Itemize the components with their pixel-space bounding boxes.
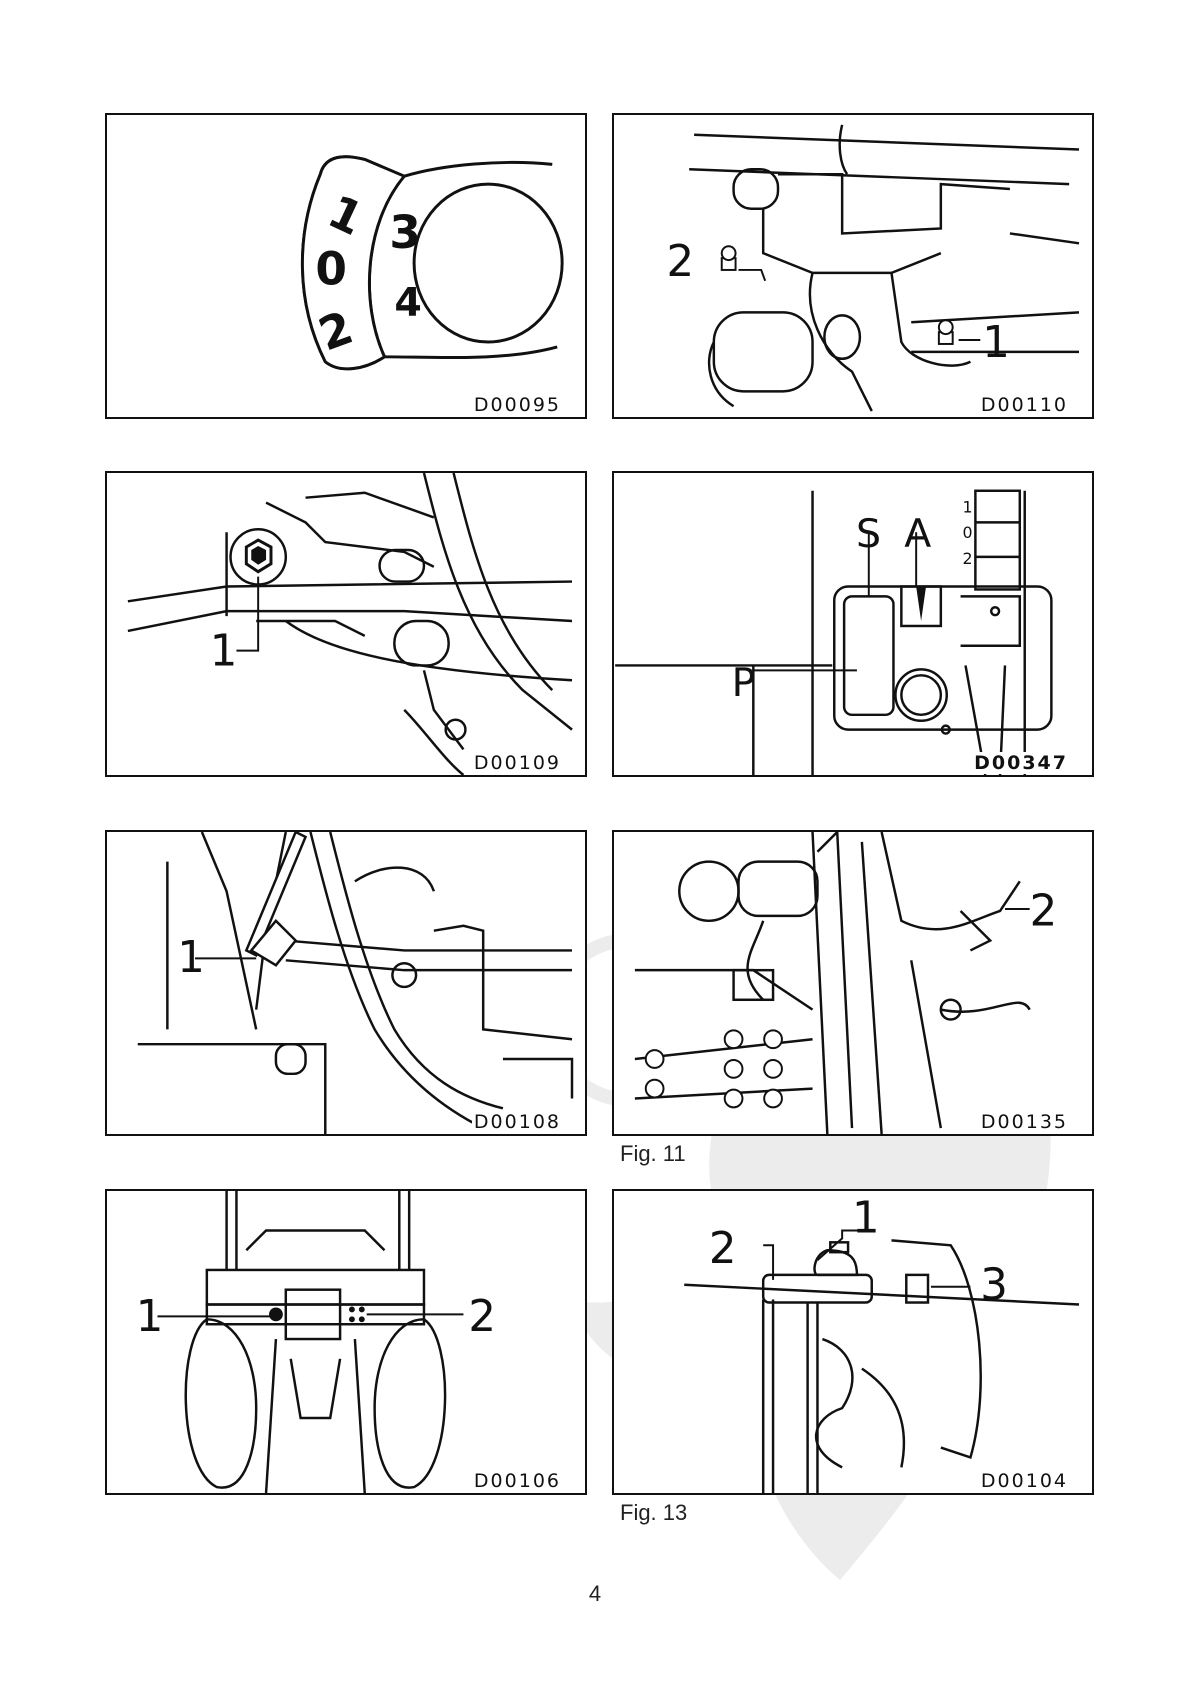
figure-starter-motor: 2 D00135 [612, 830, 1094, 1136]
gear-label-4: 4 [394, 279, 421, 325]
callout-2: 2 [468, 1292, 496, 1342]
gear-label-1: 1 [320, 185, 371, 246]
figure-grease-nipples: 2 1 D00110 [612, 113, 1094, 419]
figure-gear-selector: 1 3 0 2 4 D00095 [105, 113, 587, 419]
callout-2: 2 [666, 237, 694, 287]
callout-3: 3 [980, 1261, 1008, 1311]
lever-position-0: 0 [963, 523, 973, 542]
lever-position-2: 2 [963, 549, 973, 568]
callout-1: 1 [177, 933, 205, 983]
figure-caption: Fig. 13 [620, 1500, 687, 1526]
figure-code: D00106 [472, 1470, 563, 1492]
gear-label-3: 3 [389, 206, 421, 259]
figure-caption: Fig. 11 [620, 1141, 686, 1167]
gear-label-0: 0 [315, 243, 347, 296]
figure-rear-tractor: 1 2 D00106 [105, 1189, 587, 1495]
callout-1: 1 [210, 626, 238, 676]
figure-code: D00135 [979, 1111, 1070, 1133]
gear-label-2: 2 [312, 301, 360, 362]
lever-position-1: 1 [963, 497, 973, 516]
figure-drain-plug: 1 D00109 [105, 471, 587, 777]
label-p: P [732, 660, 756, 706]
figure-code: D00104 [979, 1470, 1070, 1492]
callout-2: 2 [709, 1224, 737, 1274]
label-s: S [856, 511, 881, 557]
figure-code: D00108 [472, 1111, 563, 1133]
figure-code: D00110 [979, 394, 1070, 416]
page-number: 4 [0, 1581, 1190, 1607]
figure-adjuster-bolt: 1 D00108 [105, 830, 587, 1136]
label-a: A [904, 511, 931, 557]
figure-code: D00095 [472, 394, 563, 416]
figure-code: D00109 [472, 752, 563, 774]
callout-1: 1 [852, 1193, 880, 1243]
callout-1: 1 [136, 1292, 164, 1342]
figure-reservoir: 1 2 3 D00104 [612, 1189, 1094, 1495]
figure-code: D00347 [972, 752, 1070, 774]
callout-1: 1 [982, 318, 1010, 368]
figure-control-panel: S A P 1 0 2 D00347 [612, 471, 1094, 777]
callout-2: 2 [1030, 887, 1058, 937]
